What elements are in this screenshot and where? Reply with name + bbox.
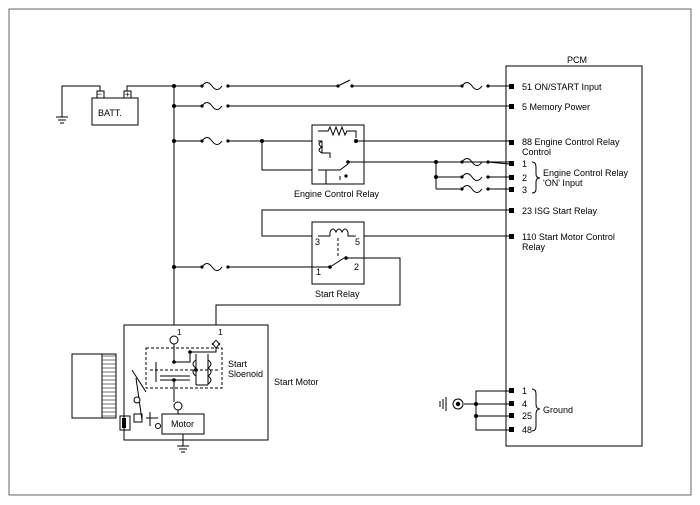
- flywheel-gear: [71, 353, 117, 419]
- pcm-pin-51-label: 51 ON/START Input: [522, 82, 602, 92]
- on-input-brace: [531, 161, 541, 194]
- pcm-ground-wiring: [439, 390, 509, 431]
- pcm-module: PCM: [505, 55, 643, 447]
- fuse-icon: [201, 137, 223, 145]
- start-relay-pin-1: 1: [316, 267, 321, 277]
- fuse-icon: [461, 185, 483, 193]
- pcm-pin-terminals: [509, 84, 514, 432]
- solenoid-label-1: Start: [228, 359, 248, 369]
- fuse-icon: [461, 82, 483, 90]
- battery: BATT. − +: [56, 85, 174, 126]
- engine-control-relay: Engine Control Relay: [294, 124, 509, 199]
- motor-label: Motor: [171, 419, 194, 429]
- svg-text:+: +: [125, 89, 130, 99]
- pcm-title: PCM: [567, 55, 587, 65]
- fuse-icon: [201, 82, 223, 90]
- fuse-icon: [461, 173, 483, 181]
- pcm-pin-88-label-line2: Control: [522, 147, 551, 157]
- pcm-pin-2-label: 2: [522, 173, 527, 183]
- battery-label: BATT.: [98, 108, 122, 118]
- ground-group-label: Ground: [543, 405, 573, 415]
- svg-text:−: −: [97, 89, 102, 99]
- solenoid-box: [145, 347, 223, 389]
- bus-wiring: [172, 79, 509, 337]
- ecr-box: [311, 124, 365, 185]
- ground-brace: [531, 388, 541, 432]
- fuse-icon: [201, 263, 223, 271]
- start-relay-pin-5: 5: [355, 237, 360, 247]
- pcm-pin-110-label-line2: Relay: [522, 242, 546, 252]
- start-motor-pin-right: 1: [218, 327, 223, 337]
- pcm-pin-88-label: 88 Engine Control Relay: [522, 137, 620, 147]
- pcm-pin-3-label: 3: [522, 185, 527, 195]
- pcm-pin-g4-label: 4: [522, 399, 527, 409]
- on-input-group-label-1: Engine Control Relay: [543, 168, 629, 178]
- start-motor-pin-left: 1: [177, 327, 182, 337]
- fuse-icon: [201, 102, 223, 110]
- ground-icon: [439, 397, 447, 411]
- pcm-pin-g1-label: 1: [522, 386, 527, 396]
- start-motor: Start Motor 1 1 Start Sloenoid Motor: [119, 324, 319, 453]
- pcm-pin-labels: 51 ON/START Input 5 Memory Power 88 Engi…: [522, 82, 629, 435]
- on-input-group-label-2: 'ON' Input: [543, 178, 583, 188]
- battery-box: [91, 97, 139, 126]
- solenoid-label-2: Sloenoid: [228, 369, 263, 379]
- pcm-pin-5-label: 5 Memory Power: [522, 102, 590, 112]
- start-relay-pin-3: 3: [315, 237, 320, 247]
- start-relay-label: Start Relay: [315, 289, 360, 299]
- pcm-box: [505, 65, 643, 447]
- pcm-pin-110-label: 110 Start Motor Control: [522, 232, 615, 242]
- start-relay-pin-2: 2: [354, 262, 359, 272]
- ecr-label: Engine Control Relay: [294, 189, 380, 199]
- diagram-border: [8, 8, 692, 496]
- fuse-icon: [461, 158, 483, 166]
- start-relay: 3 5 1 2 Start Relay: [174, 209, 509, 340]
- ignition-switch-icon: [337, 79, 351, 87]
- pcm-pin-23-label: 23 ISG Start Relay: [522, 206, 598, 216]
- pcm-pin-g25-label: 25: [522, 411, 532, 421]
- start-motor-label: Start Motor: [274, 377, 319, 387]
- on-input-wiring: [434, 158, 510, 193]
- pcm-pin-1-label: 1: [522, 159, 527, 169]
- pcm-pin-g48-label: 48: [522, 425, 532, 435]
